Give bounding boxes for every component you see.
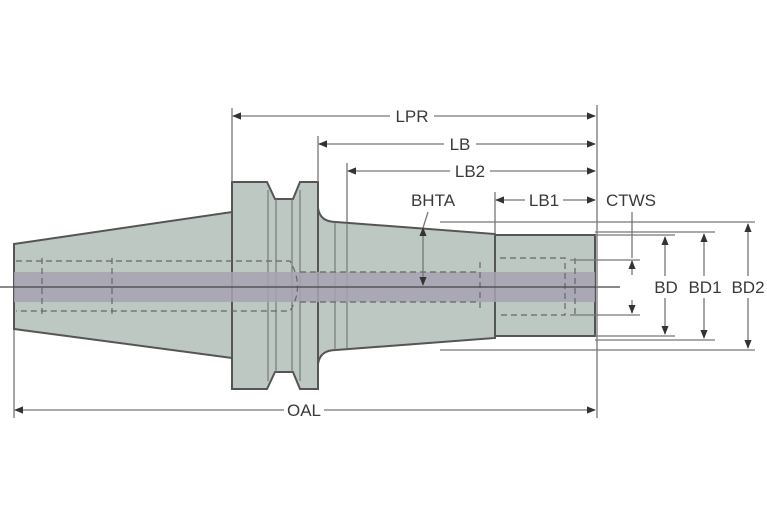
dimension-lpr: LPR <box>232 106 596 126</box>
label-bhta: BHTA <box>411 191 456 210</box>
label-bd: BD <box>654 278 678 297</box>
dimension-bhta: BHTA <box>411 191 456 286</box>
label-bd2: BD2 <box>731 278 764 297</box>
label-lb2: LB2 <box>455 162 485 181</box>
label-oal: OAL <box>287 401 321 420</box>
extension-lines <box>13 105 755 418</box>
label-ctws: CTWS <box>606 191 656 210</box>
dimension-bd1: BD1 <box>686 233 724 339</box>
label-bd1: BD1 <box>688 278 721 297</box>
dimension-oal: OAL <box>14 400 596 420</box>
label-lb: LB <box>450 135 471 154</box>
label-lpr: LPR <box>395 107 428 126</box>
dimension-bd: BD <box>650 236 682 335</box>
dimension-lb: LB <box>318 134 596 154</box>
dimension-lb2: LB2 <box>347 161 596 181</box>
dimension-lb1: LB1 <box>495 190 596 210</box>
label-lb1: LB1 <box>529 191 559 210</box>
dimension-bd2: BD2 <box>729 223 767 349</box>
